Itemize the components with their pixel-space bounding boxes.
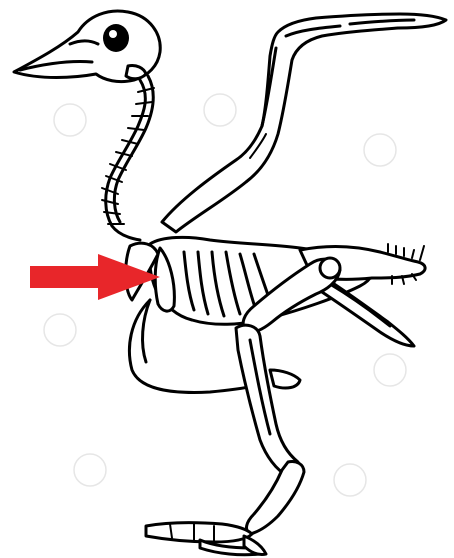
wing	[162, 14, 446, 232]
eye-socket	[103, 24, 129, 52]
neck-vertebrae	[102, 76, 154, 240]
skull	[14, 11, 160, 82]
